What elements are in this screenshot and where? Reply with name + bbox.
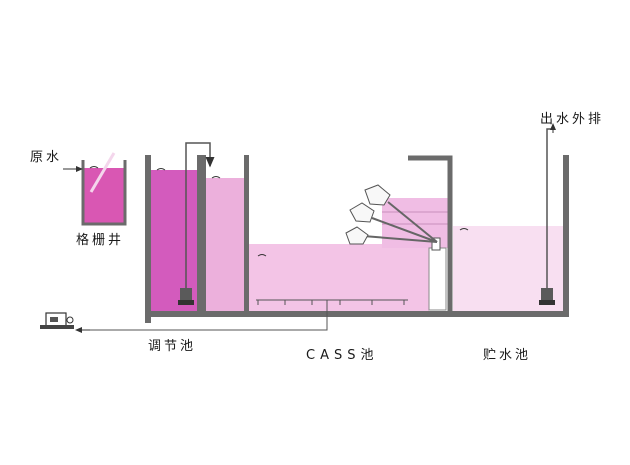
storage-right-wall bbox=[563, 155, 569, 315]
regulating-tank bbox=[145, 142, 249, 323]
transfer-pipe bbox=[185, 142, 215, 168]
base-slab bbox=[145, 311, 569, 317]
blower-icon bbox=[40, 312, 74, 329]
cass-tank bbox=[249, 244, 429, 311]
decanter-icon bbox=[345, 184, 438, 245]
air-line bbox=[84, 300, 328, 331]
regulating-tank-label: 调节池 bbox=[148, 339, 197, 354]
raw-water-label: 原水 bbox=[30, 150, 63, 165]
regulating-tank-water bbox=[151, 170, 197, 311]
decanter-chamber bbox=[345, 155, 453, 313]
outlet-column bbox=[428, 247, 447, 311]
regulating-partition bbox=[197, 155, 206, 311]
grille-well bbox=[81, 152, 127, 226]
regulating-right-wall bbox=[244, 155, 249, 315]
mid-chamber-water bbox=[206, 178, 244, 311]
cass-tank-label: CASS池 bbox=[306, 348, 379, 363]
cass-tank-water bbox=[249, 244, 429, 311]
water-level-mark bbox=[459, 228, 469, 231]
grille-well-wall bbox=[81, 160, 127, 226]
water-level-mark bbox=[257, 254, 267, 257]
pump-icon bbox=[539, 288, 555, 305]
regulating-left-wall bbox=[145, 155, 151, 323]
water-level-mark bbox=[89, 166, 99, 169]
pump-icon bbox=[178, 288, 194, 305]
water-level-mark bbox=[156, 168, 166, 171]
discharge-label: 出水外排 bbox=[540, 112, 605, 127]
diffuser-icon bbox=[257, 300, 405, 305]
decanter-wall bbox=[408, 155, 453, 313]
grille-well-label: 格栅井 bbox=[76, 233, 125, 248]
grille-screen-icon bbox=[89, 152, 116, 193]
storage-tank-label: 贮水池 bbox=[483, 348, 532, 363]
storage-tank bbox=[453, 123, 569, 315]
grille-well-water bbox=[84, 168, 124, 223]
water-level-mark bbox=[211, 176, 221, 179]
